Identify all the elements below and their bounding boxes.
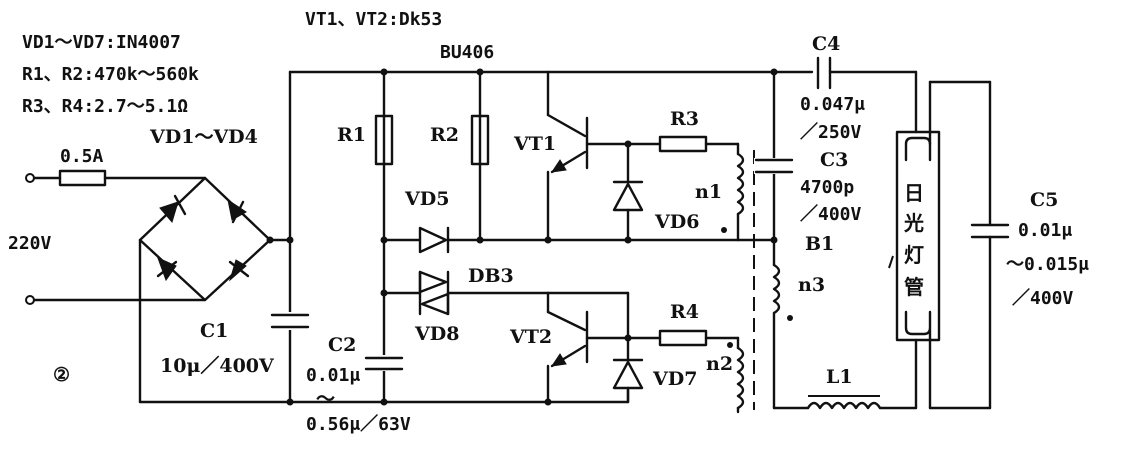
c3-value1: 4700p [800,177,854,198]
l1-label: L1 [826,366,853,388]
c4-value1: 0.047μ [800,94,865,115]
c2-value2: 0.56μ／63V [306,414,411,435]
c1-value: 10μ／400V [160,354,275,377]
c2-label: C2 [328,334,356,356]
mains-input [25,169,207,305]
n3-label: n3 [798,274,825,296]
bridge-label: VD1～VD4 [149,126,258,148]
r1-label: R1 [337,124,366,146]
capacitor-c3 [754,158,794,174]
c3-label: C3 [820,149,848,171]
b1-label: B1 [805,233,834,255]
inductor-l1 [772,338,918,410]
capacitor-c5 [970,80,1010,410]
c3-value2: ／400V [800,204,862,225]
tube-char-3: 灯 [904,243,924,267]
winding-n1 [626,152,745,242]
tube-char-1: 日 [904,181,924,205]
fuse [58,169,107,187]
vd8-label: VD8 [414,323,459,345]
vd7-label: VD7 [652,368,697,390]
capacitor-c1 [270,312,310,330]
figure-number: ② [53,364,70,386]
c4-value2: ／250V [800,122,862,143]
c5-value3: ／400V [1012,288,1074,309]
c5-label: C5 [1030,189,1058,211]
diode-vd5 [382,226,632,254]
transistor-vt2 [546,291,662,404]
winding-n3 [736,70,793,410]
diac-db3 [382,270,550,316]
fluorescent-tube [888,80,992,410]
r2-label: R2 [430,124,459,146]
resistor-r2 [470,70,490,242]
capacitor-c4 [816,56,918,134]
diode-vd6 [612,142,644,242]
transistor-vt1 [546,70,662,242]
spec-transistor-model: BU406 [440,42,494,63]
c1-label: C1 [200,320,228,342]
spec-diodes: VD1～VD7:IN4007 [22,32,181,53]
r3-label: R3 [670,108,699,130]
capacitor-c2 [364,355,404,371]
c5-value2: ～0.015μ [1006,254,1089,275]
vt1-label: VT1 [513,133,556,155]
vd6-label: VD6 [654,211,699,233]
c2-tilde: ～ [316,388,335,410]
n1-label: n1 [695,181,722,203]
resistor-r1 [374,70,394,404]
n2-label: n2 [706,353,733,375]
mains-label: 220V [8,233,52,254]
spec-r3-r4: R3、R4:2.7～5.1Ω [22,96,188,117]
diode-vd7 [612,336,644,404]
resistor-r3 [658,135,740,156]
c2-value1: 0.01μ [306,365,360,386]
spec-transistors: VT1、VT2:Dk53 [305,9,442,30]
winding-n2 [727,342,745,414]
tube-char-4: 管 [904,275,924,299]
db3-label: DB3 [468,265,514,287]
resistor-r4 [658,329,740,350]
bridge-rectifier [138,176,292,404]
vt2-label: VT2 [509,326,552,348]
r4-label: R4 [670,301,699,323]
fuse-label: 0.5A [60,146,104,167]
c5-value1: 0.01μ [1018,220,1072,241]
tube-char-2: 光 [903,211,924,235]
c4-label: C4 [812,33,840,55]
spec-r1-r2: R1、R2:470k～560k [22,64,199,85]
vd5-label: VD5 [404,188,449,210]
